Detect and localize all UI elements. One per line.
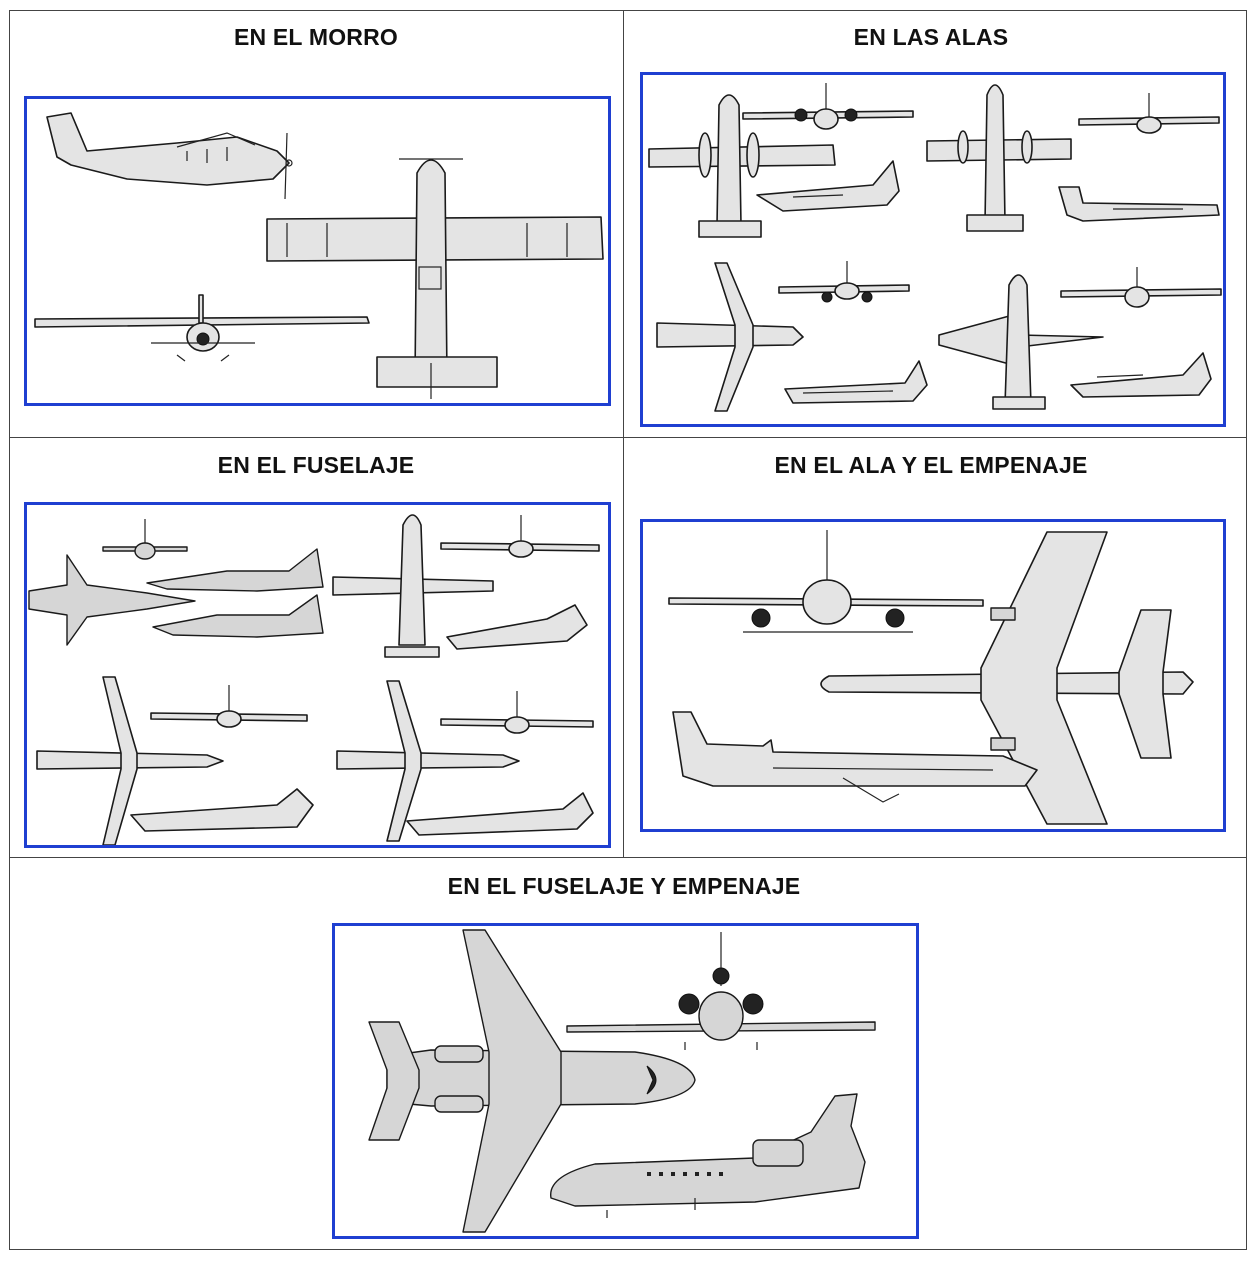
column-divider bbox=[623, 10, 624, 858]
panel-title-ala-empenaje: EN EL ALA Y EL EMPENAJE bbox=[774, 452, 1088, 478]
turboprop-front-view bbox=[742, 83, 914, 130]
bizjet-side-view bbox=[446, 604, 588, 650]
fighter-side-view-1 bbox=[146, 548, 324, 592]
panel-image-alas bbox=[640, 72, 1226, 427]
airliner-front-view bbox=[778, 261, 910, 303]
trijet-bizjet-top-view bbox=[368, 929, 696, 1233]
row-divider-2 bbox=[9, 857, 1247, 858]
panel-title-alas: EN LAS ALAS bbox=[853, 24, 1009, 50]
trijet-top-view-right bbox=[336, 680, 520, 842]
turboprop-aircraft-icon bbox=[648, 83, 1222, 412]
classification-table bbox=[9, 10, 1247, 1250]
panel-image-ala-empenaje bbox=[640, 519, 1226, 832]
row-divider-1 bbox=[9, 437, 1247, 438]
trijet-front-view-right bbox=[440, 691, 594, 734]
widebody-front-view bbox=[668, 530, 984, 633]
trijet-top-view-left bbox=[36, 676, 224, 845]
executive-front-view bbox=[1078, 93, 1220, 134]
trijet-side-view-left bbox=[130, 788, 314, 832]
trijet-side-view-right bbox=[406, 792, 594, 836]
airliner-top-view bbox=[656, 262, 804, 412]
large-turboprop-top-view bbox=[926, 84, 1072, 232]
swept-wing-top-view bbox=[938, 274, 1104, 410]
fighter-top-view bbox=[28, 554, 196, 646]
airliner-side-view bbox=[784, 360, 928, 404]
panel-title-fuselaje-empenaje: EN EL FUSELAJE Y EMPENAJE bbox=[447, 873, 801, 899]
top-view-aircraft bbox=[266, 158, 604, 399]
bizjet-top-view bbox=[332, 514, 494, 658]
trijet-front-view-left bbox=[150, 685, 308, 728]
panel-image-fuselaje-empenaje bbox=[332, 923, 919, 1239]
bizjet-front-view bbox=[440, 515, 600, 558]
quad-jet-front-view bbox=[1060, 267, 1222, 308]
business-jet-icon bbox=[368, 929, 876, 1233]
panel-title-fuselaje: EN EL FUSELAJE bbox=[217, 452, 415, 478]
executive-side-view bbox=[1058, 186, 1220, 222]
single-engine-aircraft-icon bbox=[34, 112, 604, 399]
widebody-top-view bbox=[820, 531, 1194, 825]
fighter-front-view bbox=[102, 519, 188, 560]
turboprop-side-view bbox=[756, 160, 900, 212]
panel-image-morro bbox=[24, 96, 611, 406]
widebody-side-view bbox=[672, 711, 1038, 803]
panel-image-fuselaje bbox=[24, 502, 611, 848]
jet-aircraft-icon bbox=[28, 514, 600, 845]
trijet-bizjet-side-view bbox=[550, 1093, 866, 1218]
trijet-aircraft-icon bbox=[668, 530, 1194, 825]
high-wing-side-view bbox=[1070, 352, 1212, 398]
side-view-aircraft bbox=[46, 112, 293, 200]
front-view-aircraft bbox=[34, 294, 370, 362]
trijet-bizjet-front-view bbox=[566, 932, 876, 1050]
panel-title-morro: EN EL MORRO bbox=[233, 24, 399, 50]
fighter-side-view-2 bbox=[152, 594, 324, 638]
twin-turboprop-top-view bbox=[648, 94, 836, 238]
